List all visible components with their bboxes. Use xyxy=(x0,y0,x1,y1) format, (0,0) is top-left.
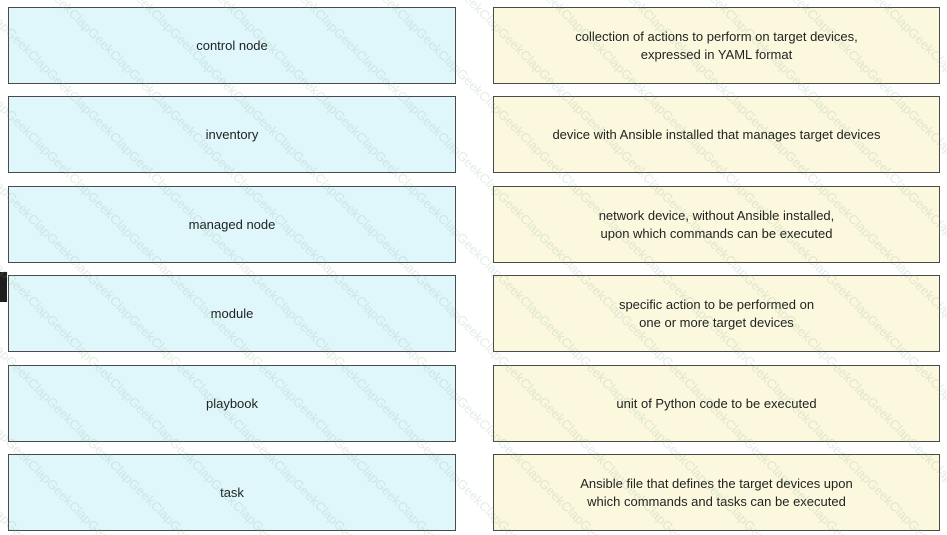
definition-box-3[interactable]: network device, without Ansible installe… xyxy=(493,186,940,263)
definition-text: collection of actions to perform on targ… xyxy=(575,28,858,62)
drag-handle[interactable] xyxy=(0,272,7,302)
definition-text: network device, without Ansible installe… xyxy=(598,207,835,241)
definition-box-2[interactable]: device with Ansible installed that manag… xyxy=(493,96,940,173)
column-divider xyxy=(462,0,488,535)
definition-text: Ansible file that defines the target dev… xyxy=(580,475,853,509)
term-box-managed-node[interactable]: managed node xyxy=(8,186,456,263)
term-label: managed node xyxy=(188,216,276,232)
definition-text: unit of Python code to be executed xyxy=(616,395,817,411)
definition-text: specific action to be performed on one o… xyxy=(618,296,815,330)
term-label: control node xyxy=(196,37,268,53)
term-box-control-node[interactable]: control node xyxy=(8,7,456,84)
definition-text: device with Ansible installed that manag… xyxy=(552,126,881,142)
term-label: task xyxy=(220,484,244,500)
term-box-task[interactable]: task xyxy=(8,454,456,531)
definition-box-4[interactable]: specific action to be performed on one o… xyxy=(493,275,940,352)
term-label: inventory xyxy=(205,126,259,142)
definition-box-5[interactable]: unit of Python code to be executed xyxy=(493,365,940,442)
term-label: playbook xyxy=(205,395,259,411)
term-box-playbook[interactable]: playbook xyxy=(8,365,456,442)
term-box-inventory[interactable]: inventory xyxy=(8,96,456,173)
definition-box-1[interactable]: collection of actions to perform on targ… xyxy=(493,7,940,84)
definition-box-6[interactable]: Ansible file that defines the target dev… xyxy=(493,454,940,531)
term-box-module[interactable]: module xyxy=(8,275,456,352)
term-label: module xyxy=(210,305,254,321)
